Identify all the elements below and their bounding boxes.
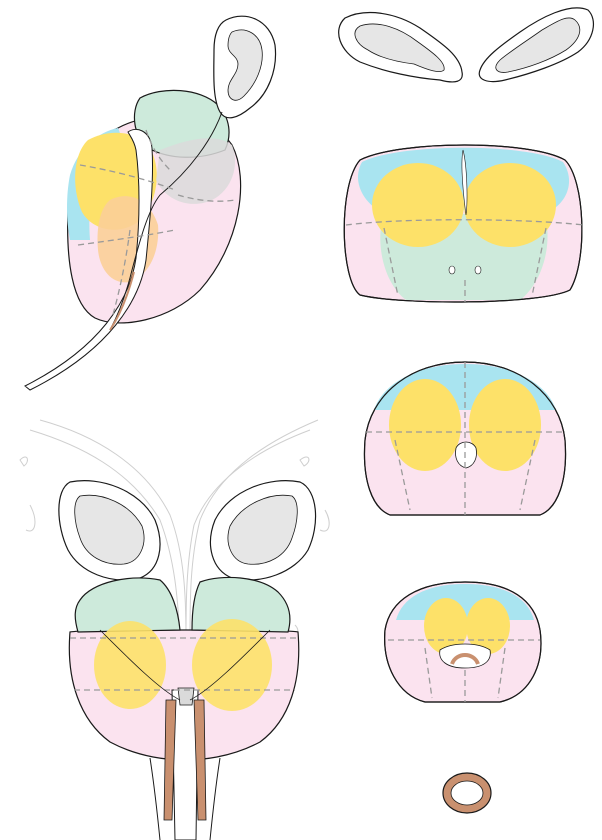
coronal-seminal-vesicle-right-lumen — [227, 494, 298, 565]
coronal-vas-deferens-left — [29, 429, 181, 641]
coronal-vessel-2 — [25, 504, 36, 532]
sagittal-zone-boundary-2 — [77, 229, 176, 246]
axial-base-zone-boundary-h — [345, 219, 585, 226]
coronal-vessel-4 — [319, 509, 330, 532]
coronal-transition-zone-right — [192, 619, 272, 711]
seminal-vesicle-left-lumen — [354, 23, 445, 72]
axial-apex-outline — [384, 581, 542, 703]
coronal-ejaculatory-duct-right — [193, 699, 207, 821]
sagittal-cz-overlap — [156, 138, 236, 204]
coronal-vas-deferens-left-2 — [39, 419, 187, 641]
coronal-transition-zone-left — [94, 621, 166, 709]
axial-base-ejaculatory-duct-right — [474, 265, 482, 275]
membranous-urethra-lumen — [450, 780, 484, 806]
coronal-urethra-wall-right — [209, 757, 221, 840]
sagittal-zone-boundary-1 — [79, 164, 176, 191]
coronal-vas-deferens-right-2 — [185, 429, 311, 641]
axial-mid-zone-boundary-v1 — [394, 439, 411, 511]
coronal-vessel-3 — [299, 456, 310, 467]
axial-apex-sphincter — [450, 653, 480, 665]
seminal-vesicle-right-lumen — [495, 17, 581, 73]
sagittal-zone-boundary-4 — [111, 229, 131, 319]
coronal-zone-boundary-diag-left — [99, 629, 181, 701]
sagittal-ejaculatory-duct-fill — [109, 271, 135, 331]
sagittal-urethra — [24, 128, 154, 391]
coronal-view — [19, 419, 330, 840]
axial-mid-zone-boundary-v2 — [519, 439, 536, 511]
axial-mid-transition-zone-right — [469, 379, 541, 471]
axial-base-transition-zone-left — [372, 163, 464, 247]
sagittal-ejaculatory-duct — [109, 111, 223, 331]
axial-mid-urethra — [455, 441, 477, 469]
axial-base-transition-zone-right — [464, 163, 556, 247]
axial-section-apex — [384, 581, 542, 703]
axial-base-zone-boundary-v1 — [383, 227, 399, 297]
axial-base-outline — [343, 144, 583, 303]
axial-mid-transition-zone-left — [389, 379, 461, 471]
seminal-vesicle-cross-section — [338, 7, 595, 83]
axial-apex-zone-boundary-v2 — [497, 647, 506, 699]
coronal-ejaculatory-duct-left — [163, 699, 177, 821]
coronal-central-zone-right — [191, 576, 291, 633]
axial-base-zone-boundary-v2 — [531, 227, 547, 297]
axial-section-membranous-urethra — [442, 772, 492, 814]
coronal-vessel-1 — [19, 456, 28, 467]
coronal-urethra-wall-left — [149, 757, 161, 840]
axial-base-anterior-fibromuscular-cleft — [461, 149, 468, 216]
sagittal-view — [24, 15, 277, 391]
coronal-vas-deferens-right — [189, 419, 319, 641]
coronal-central-zone-left — [74, 577, 181, 633]
coronal-zone-boundary-diag-right — [189, 629, 271, 701]
sagittal-zone-boundary-3 — [177, 194, 236, 202]
axial-apex-transition-zone-left — [424, 598, 468, 654]
axial-apex-zone-boundary-v1 — [424, 647, 433, 699]
sagittal-zone-boundary-5 — [145, 129, 171, 171]
axial-base-ejaculatory-duct-left — [448, 265, 456, 275]
coronal-seminal-vesicle-left-lumen — [74, 494, 145, 565]
axial-section-mid — [363, 361, 567, 516]
sagittal-seminal-vesicle-lumen — [227, 29, 263, 101]
axial-section-base — [343, 144, 585, 303]
